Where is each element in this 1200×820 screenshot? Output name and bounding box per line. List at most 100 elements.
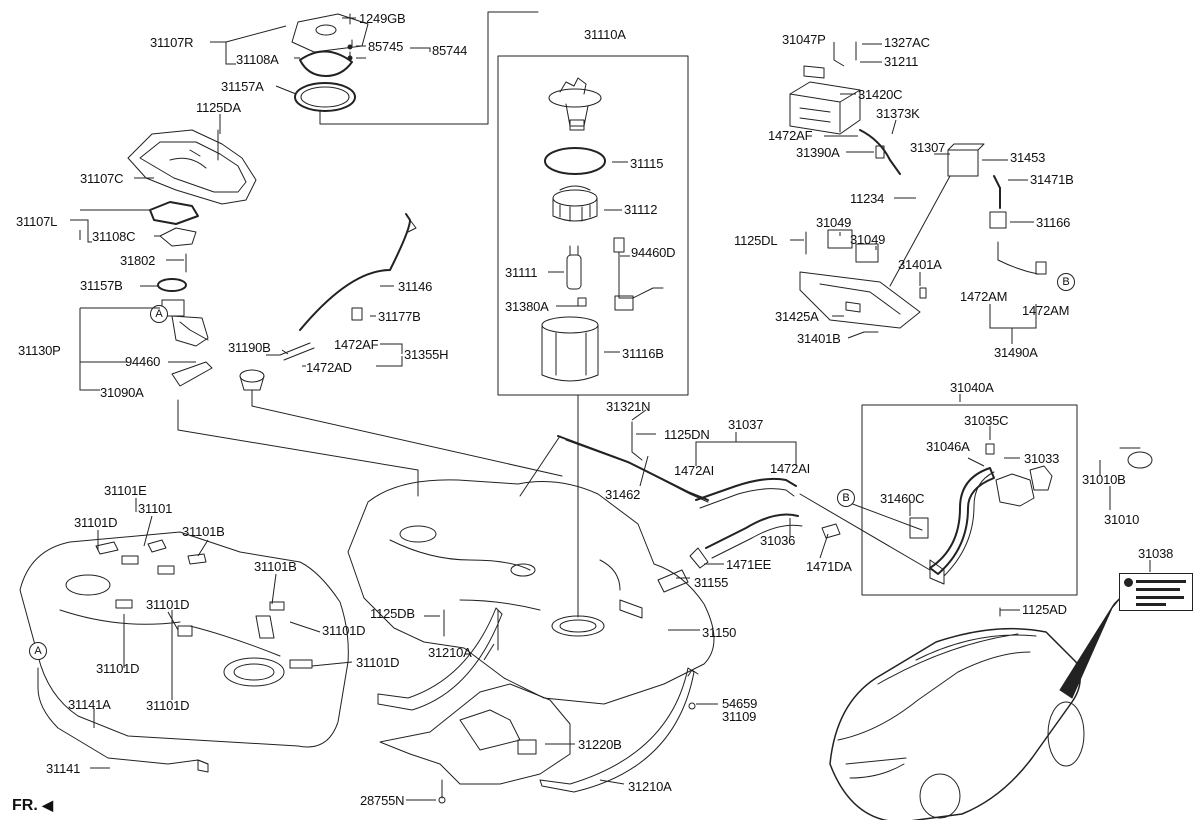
label-31210A-top: 31210A — [428, 645, 472, 660]
label-31112: 31112 — [624, 202, 658, 217]
label-31101D-d: 31101D — [356, 655, 400, 670]
bracket-31047P — [803, 65, 825, 79]
label-1472AF: 1472AF — [334, 337, 379, 352]
label-1125DL: 1125DL — [734, 233, 778, 248]
label-11234: 11234 — [850, 191, 885, 206]
label-31355H: 31355H — [404, 347, 449, 362]
filler-neck-assembly — [909, 443, 1053, 617]
leader-31157A-to-pump — [319, 11, 539, 125]
sender-31130P — [161, 299, 209, 347]
gasket-31108A — [299, 50, 353, 77]
label-31166: 31166 — [1036, 215, 1071, 230]
sticker-text-line — [1136, 580, 1186, 583]
label-31101: 31101 — [138, 501, 173, 516]
label-31101B-a: 31101B — [182, 524, 225, 539]
label-85745: 85745 — [368, 39, 404, 54]
label-31307: 31307 — [910, 140, 946, 155]
tank-main — [347, 479, 715, 705]
label-31146: 31146 — [398, 279, 433, 294]
pump-reservoir-part — [552, 185, 598, 222]
label-31157A: 31157A — [221, 79, 264, 94]
nut-85745 — [347, 44, 353, 50]
label-31101B-b: 31101B — [254, 559, 297, 574]
label-31401A: 31401A — [898, 257, 942, 272]
label-1472AD: 1472AD — [306, 360, 352, 375]
label-31462: 31462 — [605, 487, 641, 502]
pump-seal-ring — [544, 147, 606, 175]
fuel-filter-part — [541, 316, 599, 382]
vehicle-illustration — [829, 595, 1123, 820]
label-31155: 31155 — [694, 575, 729, 590]
label-31110A: 31110A — [584, 27, 626, 42]
label-31101D-a: 31101D — [74, 515, 118, 530]
label-31047P: 31047P — [782, 32, 826, 47]
label-94460D: 94460D — [631, 245, 676, 260]
part-31453 — [947, 149, 979, 177]
nut-85744 — [347, 55, 353, 61]
label-31107C: 31107C — [80, 171, 124, 186]
label-31802: 31802 — [120, 253, 156, 268]
label-1327AC: 1327AC — [884, 35, 930, 50]
part-31453-top — [947, 143, 985, 151]
label-31321N: 31321N — [606, 399, 651, 414]
callout-b-right: B — [1057, 273, 1075, 291]
label-31115: 31115 — [630, 156, 664, 171]
bolt-1125DN — [631, 421, 643, 461]
hose-31037-b — [699, 488, 795, 509]
pad-31049-a — [827, 229, 853, 249]
label-1471EE: 1471EE — [726, 557, 772, 572]
sticker-symbol — [1124, 578, 1133, 587]
label-31108C: 31108C — [92, 229, 136, 244]
label-31038: 31038 — [1138, 546, 1174, 561]
label-31036: 31036 — [760, 533, 796, 548]
harness-31141-connector — [197, 759, 209, 773]
canister-31420C — [789, 81, 861, 135]
sticker-text-line — [1136, 603, 1166, 606]
label-31101D-b: 31101D — [146, 597, 190, 612]
label-1125DB: 1125DB — [370, 606, 415, 621]
label-1125DN: 1125DN — [664, 427, 710, 442]
label-31101D-f: 31101D — [146, 698, 190, 713]
leader-31462 — [519, 435, 561, 497]
label-31101D-c: 31101D — [322, 623, 366, 638]
label-31107L: 31107L — [16, 214, 58, 229]
clip-31401A — [919, 287, 927, 299]
front-direction-label: FR. — [12, 797, 38, 814]
label-31010: 31010 — [1104, 512, 1140, 527]
label-31108A: 31108A — [236, 52, 279, 67]
clip-31177B — [351, 307, 363, 321]
label-31130P: 31130P — [18, 343, 61, 358]
filler-b-line — [841, 499, 923, 531]
label-31490A: 31490A — [994, 345, 1038, 360]
sticker-text-line — [1136, 588, 1180, 591]
cover-plate-r — [291, 13, 369, 53]
gasket-31108C — [149, 201, 199, 225]
label-1472AI-a: 1472AI — [674, 463, 715, 478]
direction-arrow-icon: ◀ — [42, 797, 54, 813]
tube-31146-end — [407, 219, 417, 233]
label-31046A: 31046A — [926, 439, 970, 454]
pump-clip-part — [577, 297, 587, 307]
label-31049-b: 31049 — [850, 232, 886, 247]
label-1125AD: 1125AD — [1022, 602, 1067, 617]
callout-a-upper: A — [150, 305, 168, 323]
front-direction-marker: FR. ◀ — [12, 797, 53, 815]
part-31166 — [989, 211, 1007, 229]
label-31401B: 31401B — [797, 331, 841, 346]
leader-31090A-to-tank — [177, 399, 419, 497]
label-31037: 31037 — [728, 417, 764, 432]
bolts-top — [349, 13, 353, 61]
nut-54659 — [688, 702, 696, 710]
label-31049-a: 31049 — [816, 215, 852, 230]
label-31040A: 31040A — [950, 380, 994, 395]
hose-31471B — [993, 175, 1001, 209]
label-31190B: 31190B — [228, 340, 271, 355]
label-31211: 31211 — [884, 54, 919, 69]
heat-shield-31220B — [379, 683, 571, 785]
label-31460C: 31460C — [880, 491, 925, 506]
hose-31490A — [997, 241, 1039, 275]
leader-31190B-to-tank — [251, 389, 563, 477]
pump-motor-part — [566, 245, 582, 290]
